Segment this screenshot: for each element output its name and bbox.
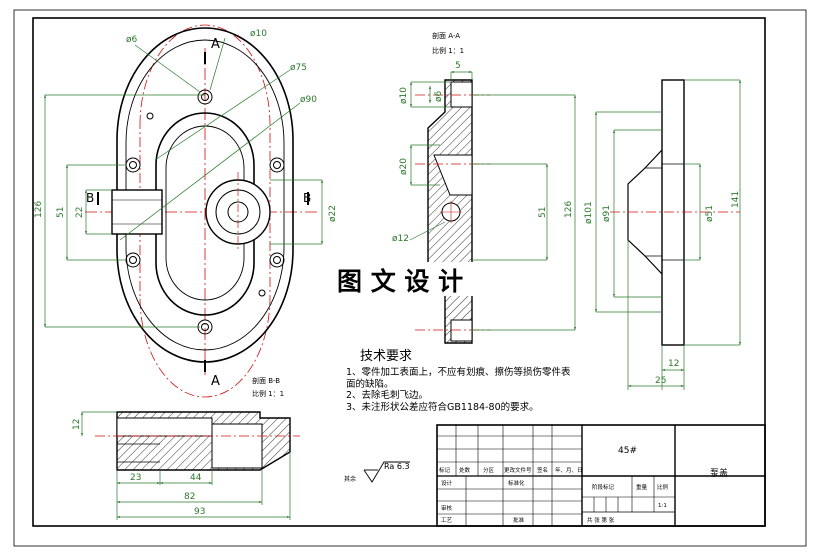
tech-req-title: 技术要求 [360,349,412,364]
tb-sheet-info: 共 张 第 张 [587,516,615,524]
dim-51-aa: 51 [538,207,548,218]
tb-header-count: 处数 [459,466,471,474]
dim-12-side: 12 [668,359,679,369]
tb-scale-label: 比例 [657,483,669,491]
roughness-label: 其余 [344,475,356,483]
roughness-value: Ra 6.3 [384,462,410,471]
tb-header-mark: 标记 [439,466,451,474]
tb-stage-mark: 阶段标记 [592,483,615,491]
tb-design: 设计 [441,479,453,487]
tech-req-item-1b: 面的缺陷。 [346,378,394,390]
section-mark-b-left: B [86,191,94,205]
section-bb-title: 剖面 B-B [252,376,280,385]
section-bb-view [80,411,300,520]
tech-req-item-3: 3、未注形状公差应符合GB1184-80的要求。 [346,401,539,413]
dim-phi6-aa: ø6 [434,90,444,102]
tb-review: 审核 [441,504,453,512]
dim-phi75: ø75 [290,63,307,73]
tb-standardize: 标准化 [508,479,525,487]
title-material: 45# [618,446,637,456]
tb-process: 工艺 [441,517,453,524]
side-view [594,79,742,390]
tb-header-date: 年、月、日 [555,466,583,474]
tb-scale-value: 1:1 [658,503,667,509]
tech-req-item-2: 2、去除毛刺飞边。 [346,389,428,401]
tech-req-item-1: 1、零件加工表面上，不应有划痕、擦伤等损伤零件表 [346,366,571,378]
tb-approve: 批准 [513,516,525,524]
dim-phi12-aa: ø12 [392,234,409,244]
section-mark-a-top: A [211,37,220,52]
dim-82: 82 [184,492,195,502]
dim-51-front: 51 [56,207,66,218]
watermark-backdrop [332,262,490,296]
dim-25: 25 [655,376,666,386]
section-aa-view [409,70,577,344]
dim-44: 44 [190,473,202,483]
dim-phi101: ø101 [584,201,594,224]
dim-phi90: ø90 [300,95,317,105]
watermark-text: 图 文 设 计 [337,267,463,296]
dim-12-bb: 12 [72,419,82,430]
tb-header-zone: 分区 [483,466,495,474]
dim-phi20-aa: ø20 [399,158,409,175]
section-mark-b-right: B [303,191,311,205]
dim-phi51-side: ø51 [705,205,715,222]
dim-phi22: ø22 [328,205,338,222]
front-view [43,24,324,398]
title-part-name: 泵盖 [710,467,728,479]
dim-93: 93 [194,507,205,517]
title-block [436,424,766,527]
dim-phi6: ø6 [126,35,138,45]
roughness-symbol [363,461,410,483]
tb-header-changefile: 更改文件号 [504,466,532,474]
outer-border [13,9,807,547]
dim-phi10: ø10 [250,29,267,39]
dim-126-front: 126 [34,201,44,218]
inner-border [32,17,766,527]
dim-phi10-aa: ø10 [399,87,409,104]
dim-23: 23 [130,473,141,483]
section-aa-scale: 比例 1：1 [432,46,464,55]
section-aa-title: 剖面 A-A [432,31,460,40]
dim-phi91: ø91 [602,205,612,222]
tb-weight: 重量 [636,483,648,491]
dim-22-front: 22 [75,207,85,218]
dim-5: 5 [455,61,461,71]
section-bb-scale: 比例 1：1 [252,389,284,398]
dim-126-aa: 126 [564,201,574,218]
dim-141: 141 [731,191,741,208]
section-mark-a-bottom: A [211,374,220,389]
tb-header-sign: 签名 [537,466,548,474]
